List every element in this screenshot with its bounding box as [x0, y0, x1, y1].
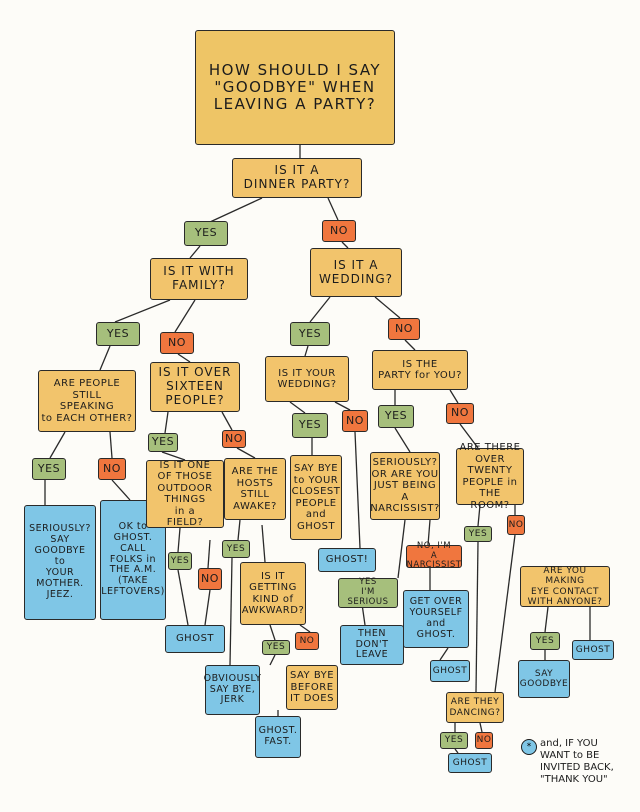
- answer-no-family: NO: [160, 332, 194, 354]
- answer-no-dinner: NO: [322, 220, 356, 242]
- outcome-obviously-say-bye: OBVIOUSLY SAY BYE, JERK: [204, 665, 261, 715]
- answer-no-for-you: NO: [446, 403, 474, 424]
- answer-yes-awkward: YES: [262, 640, 290, 655]
- outcome-ghost-eye-contact: GHOST: [572, 640, 614, 660]
- question-are-they-dancing: ARE THEY DANCING?: [446, 692, 504, 723]
- outcome-ghost-narcissist: GHOST: [430, 660, 470, 682]
- outcome-ghost-wedding: GHOST!: [318, 548, 376, 572]
- answer-yes-outdoor: YES: [168, 552, 192, 570]
- answer-no-your-wedding: NO: [342, 410, 368, 432]
- answer-yes-for-you: YES: [378, 405, 414, 428]
- answer-yes-sixteen: YES: [148, 433, 178, 452]
- outcome-say-bye-before: SAY BYE BEFORE IT DOES: [286, 665, 338, 710]
- answer-no-wedding: NO: [388, 318, 420, 340]
- outcome-ghost-dancing: GHOST: [448, 753, 492, 773]
- question-people-speaking: ARE PEOPLE STILL SPEAKING to EACH OTHER?: [38, 370, 136, 432]
- question-eye-contact: ARE YOU MAKING EYE CONTACT WITH ANYONE?: [520, 566, 610, 607]
- answer-no-dancing: NO: [475, 732, 493, 749]
- outcome-get-over-yourself: GET OVER YOURSELF and GHOST.: [403, 590, 469, 648]
- question-wedding: IS IT A WEDDING?: [310, 248, 402, 297]
- answer-yes-speaking: YES: [32, 458, 66, 480]
- answer-yes-wedding: YES: [290, 322, 330, 346]
- question-getting-awkward: IS IT GETTING KIND of AWKWARD?: [240, 562, 306, 625]
- answer-no-sixteen: NO: [222, 430, 246, 448]
- question-outdoor-field: IS IT ONE OF THOSE OUTDOOR THINGS in a F…: [146, 460, 224, 528]
- answer-yes-family: YES: [96, 322, 140, 346]
- question-with-family: IS IT WITH FAMILY?: [150, 258, 248, 300]
- outcome-say-goodbye: SAY GOODBYE: [518, 660, 570, 698]
- answer-no-outdoor: NO: [198, 568, 222, 590]
- outcome-say-goodbye-mother: SERIOUSLY? SAY GOODBYE to YOUR MOTHER. J…: [24, 505, 96, 620]
- question-hosts-awake: ARE THE HOSTS STILL AWAKE?: [224, 458, 286, 520]
- answer-no-twenty: NO: [507, 515, 525, 535]
- question-party-for-you: IS THE PARTY for YOU?: [372, 350, 468, 390]
- footnote-star-icon: *: [521, 739, 537, 755]
- question-over-sixteen: IS IT OVER SIXTEEN PEOPLE?: [150, 362, 240, 412]
- question-narcissist: SERIOUSLY? OR ARE YOU JUST BEING A NARCI…: [370, 452, 440, 520]
- outcome-ghost-fast: GHOST. FAST.: [255, 716, 301, 758]
- question-over-twenty: ARE THERE OVER TWENTY PEOPLE in THE ROOM…: [456, 442, 524, 511]
- question-dinner-party: IS IT A DINNER PARTY?: [232, 158, 362, 198]
- outcome-dont-leave: THEN DON'T LEAVE: [340, 625, 404, 665]
- outcome-say-bye-closest: SAY BYE to YOUR CLOSEST PEOPLE and GHOST: [290, 455, 342, 540]
- outcome-ghost-outdoor: GHOST: [165, 625, 225, 653]
- answer-yes-dinner: YES: [184, 221, 228, 246]
- answer-yes-twenty: YES: [464, 526, 492, 542]
- answer-no-awkward: NO: [295, 632, 319, 650]
- question-your-wedding: IS IT YOUR WEDDING?: [265, 356, 349, 402]
- answer-no-speaking: NO: [98, 458, 126, 480]
- answer-yes-your-wedding: YES: [292, 413, 328, 438]
- answer-yes-eye-contact: YES: [530, 632, 560, 650]
- answer-yes-dancing: YES: [440, 732, 468, 749]
- title-node: HOW SHOULD I SAY "GOODBYE" WHEN LEAVING …: [195, 30, 395, 145]
- answer-no-narcissist: NO, I'M A NARCISSIST: [406, 540, 462, 571]
- answer-yes-hosts: YES: [222, 540, 250, 558]
- answer-yes-serious: YES I'M SERIOUS: [338, 577, 398, 608]
- footnote-text: and, IF YOU WANT to BE INVITED BACK, "TH…: [540, 738, 614, 785]
